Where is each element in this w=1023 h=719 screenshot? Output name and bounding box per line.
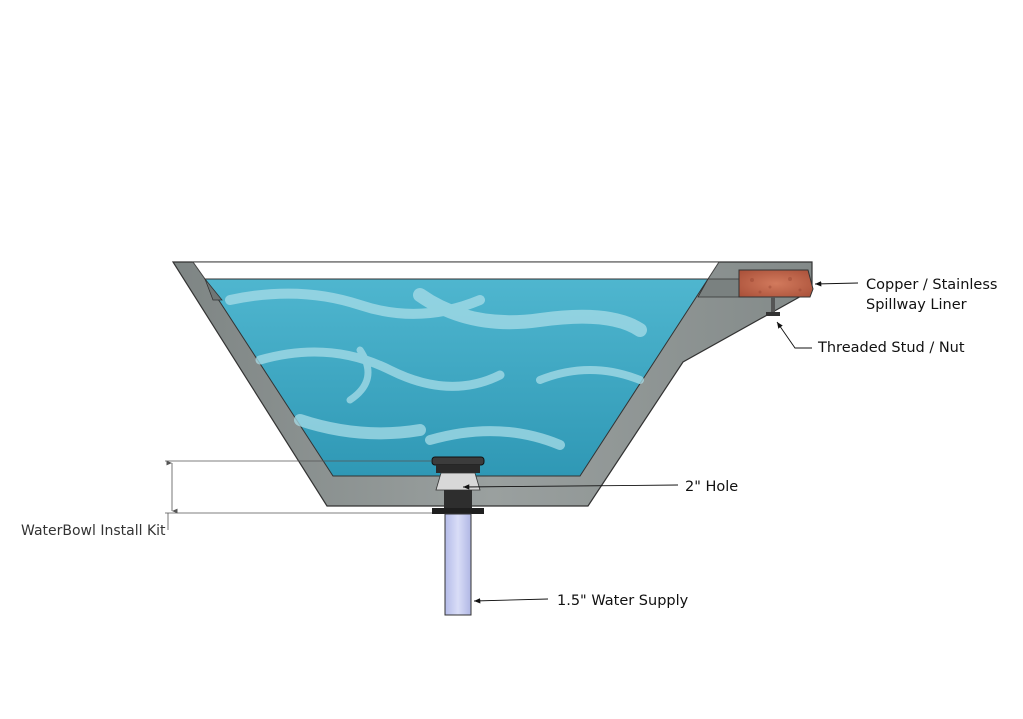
liner-label-line2: Spillway Liner: [866, 297, 967, 313]
supply-label: 1.5" Water Supply: [557, 593, 689, 609]
hole-label: 2" Hole: [685, 479, 738, 495]
install-kit-fitting: [431, 456, 485, 514]
liner-label-line1: Copper / Stainless: [866, 277, 997, 293]
install-kit-label: WaterBowl Install Kit: [21, 523, 166, 539]
bowl-inner-ledge: [204, 278, 223, 301]
dimension-lines: [165, 460, 432, 530]
spillway-liner: [738, 269, 814, 298]
liner-texture: [750, 277, 802, 294]
threaded-stud: [766, 297, 780, 316]
leader-lines: [462, 281, 859, 604]
stud-label: Threaded Stud / Nut: [817, 340, 965, 356]
bowl-rim: [192, 261, 720, 280]
water-supply-pipe: [444, 513, 472, 616]
water-highlights: [225, 288, 647, 450]
